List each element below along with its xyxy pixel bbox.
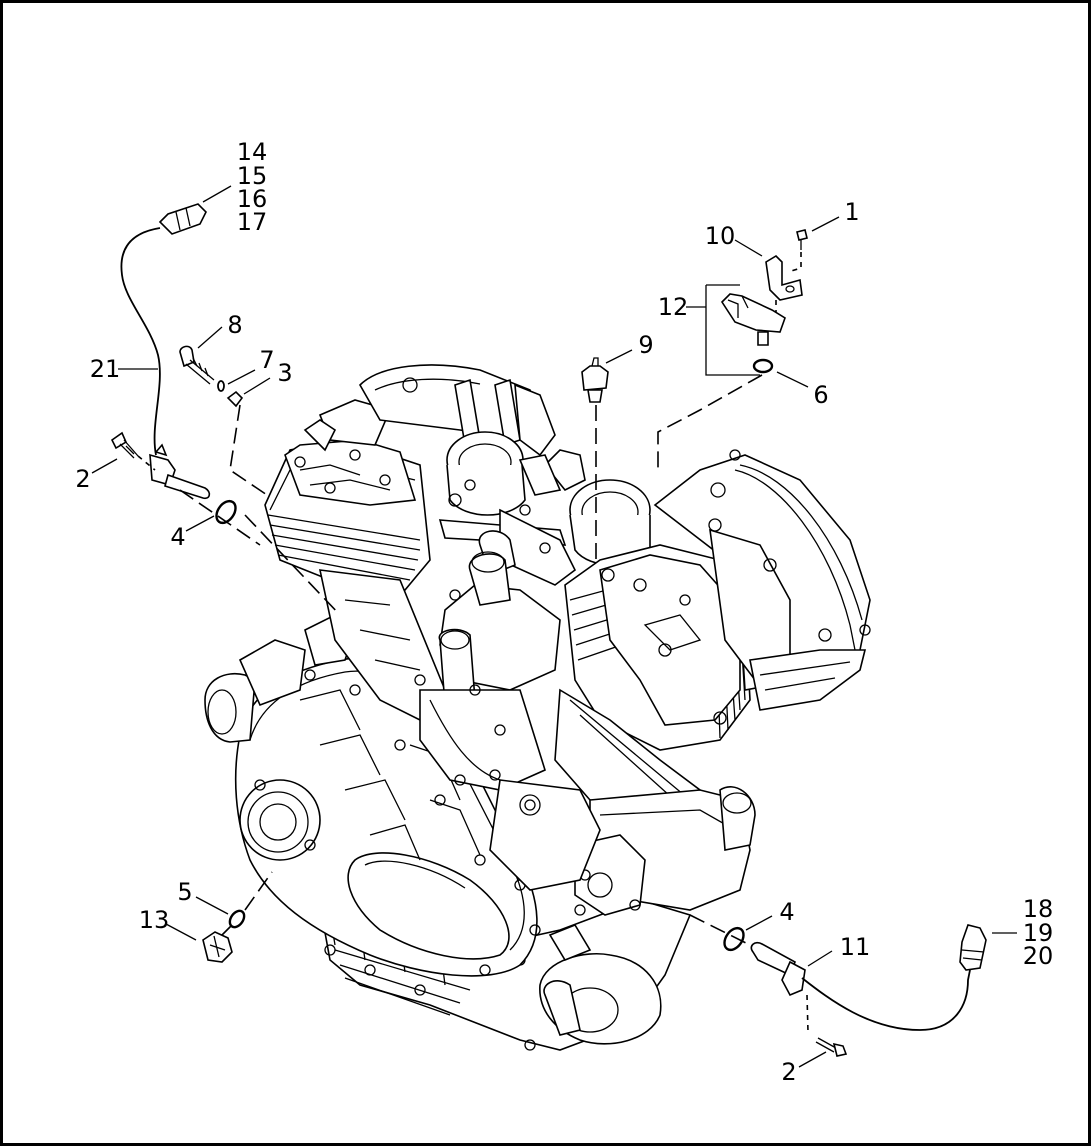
callout-labels: 1 10 12 6 9 14 15 16 17 8 7 3 21 2 4 5 1… (75, 138, 1053, 1086)
drain-plug-icon (179, 345, 215, 385)
callout-9: 9 (638, 331, 653, 359)
callout-13: 13 (139, 906, 170, 934)
callout-17: 17 (237, 208, 268, 236)
o-ring-icon (723, 926, 745, 952)
pressure-switch-icon (202, 931, 233, 963)
callout-14: 14 (237, 138, 268, 166)
callout-7: 7 (259, 346, 274, 374)
callout-4-lower: 4 (779, 898, 794, 926)
map-sensor-icon (720, 293, 786, 346)
o-ring-icon (215, 499, 237, 525)
sensor-icon (149, 443, 211, 500)
callout-15: 15 (237, 162, 268, 190)
o-ring-icon (217, 380, 225, 392)
callout-20: 20 (1023, 942, 1054, 970)
callout-1: 1 (844, 198, 859, 226)
callout-19: 19 (1023, 919, 1054, 947)
callout-21: 21 (90, 355, 121, 383)
screw-icon (796, 229, 808, 250)
callout-10: 10 (705, 222, 736, 250)
engine-illustration (204, 364, 871, 1051)
o-ring-icon (228, 909, 246, 929)
screw-icon (110, 431, 139, 459)
connector-icon (959, 924, 987, 971)
callout-2-upper: 2 (75, 465, 90, 493)
bracket-icon (765, 254, 803, 301)
sensor-icon (750, 941, 806, 997)
callout-11: 11 (840, 933, 871, 961)
sensor-cable-11 (801, 969, 971, 1031)
callout-16: 16 (237, 185, 268, 213)
callout-4-upper: 4 (170, 523, 185, 551)
callout-3: 3 (277, 359, 292, 387)
sensor-cable-21 (120, 227, 161, 456)
washer-icon (226, 390, 244, 408)
pressure-switch-icon (581, 357, 609, 403)
callout-8: 8 (227, 311, 242, 339)
callout-18: 18 (1023, 895, 1054, 923)
callout-5: 5 (177, 878, 192, 906)
connector-icon (158, 203, 207, 235)
callout-6: 6 (813, 381, 828, 409)
leader-lines (91, 185, 1017, 1068)
o-ring-icon (752, 358, 774, 374)
callout-12: 12 (658, 293, 689, 321)
callout-2-lower: 2 (781, 1058, 796, 1086)
screw-icon (815, 1037, 848, 1057)
